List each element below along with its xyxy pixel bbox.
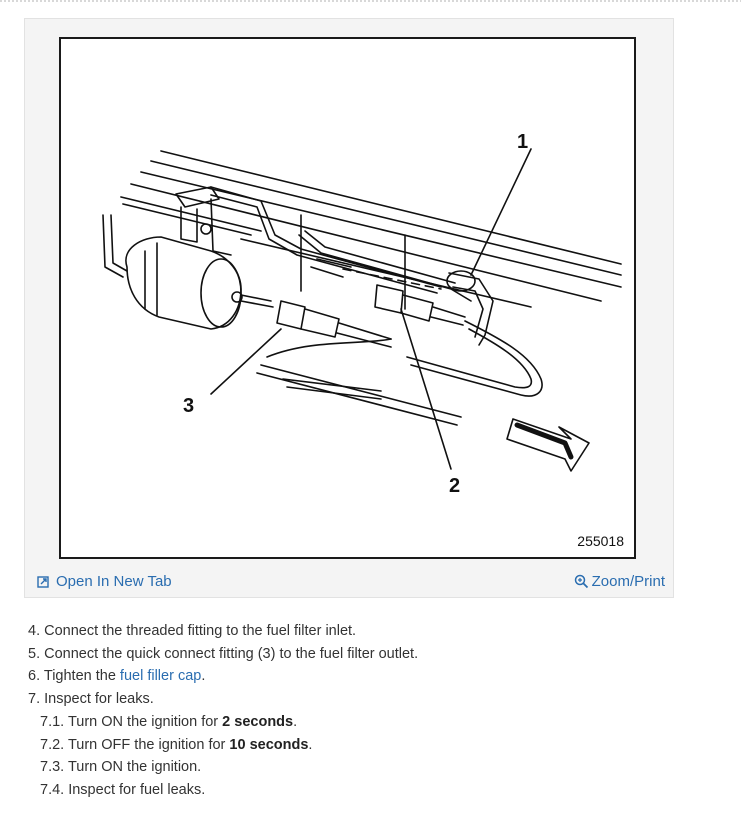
callout-1: 1 [517, 131, 529, 153]
step-text: Connect the quick connect fitting (3) to… [44, 645, 419, 662]
fuel-filter-diagram: 1 2 3 255018 [59, 37, 636, 559]
step-number: 5. [28, 645, 41, 662]
fuel-filter-illustration [102, 148, 622, 472]
step-text: Connect the threaded fitting to the fuel… [44, 623, 357, 639]
step-6: 6. Tighten the fuel filler cap. [28, 665, 728, 688]
step-number: 7.4. [40, 781, 65, 798]
top-divider [0, 0, 741, 2]
step-7: 7. Inspect for leaks. [28, 688, 728, 711]
step-emphasis: 10 seconds [229, 736, 309, 753]
step-number: 7.3. [40, 759, 65, 776]
step-4: 4. Connect the threaded fitting to the f… [28, 620, 728, 643]
open-in-new-tab-link[interactable]: Open In New Tab [37, 573, 172, 590]
procedure-steps: 4. Connect the threaded fitting to the f… [28, 620, 728, 802]
callout-2: 2 [449, 475, 461, 497]
step-number: 6. [28, 668, 41, 685]
step-emphasis: 2 seconds [222, 713, 294, 730]
callout-3: 3 [183, 395, 195, 417]
step-text-end: . [293, 713, 298, 730]
figure-toolbar: Open In New Tab Zoom/Print [25, 567, 673, 597]
step-text-end: . [308, 736, 313, 753]
open-new-tab-icon [37, 576, 49, 588]
step-5: 5. Connect the quick connect fitting (3)… [28, 643, 728, 666]
step-text: Turn OFF the ignition for [67, 736, 226, 753]
step-text: Inspect for fuel leaks. [68, 781, 206, 798]
step-7-4: 7.4. Inspect for fuel leaks. [28, 779, 728, 802]
step-7-1: 7.1. Turn ON the ignition for 2 seconds. [28, 711, 728, 734]
step-7-2: 7.2. Turn OFF the ignition for 10 second… [28, 734, 728, 757]
step-7-3: 7.3. Turn ON the ignition. [28, 756, 728, 779]
step-number: 7. [28, 691, 41, 708]
step-text: Turn ON the ignition. [67, 759, 202, 776]
step-number: 7.2. [40, 736, 65, 753]
zoom-print-link[interactable]: Zoom/Print [574, 573, 665, 590]
step-text: Tighten the [43, 668, 116, 685]
zoom-print-label: Zoom/Print [591, 573, 665, 590]
figure-id: 255018 [577, 533, 624, 549]
fuel-filler-cap-link[interactable]: fuel filler cap [119, 668, 202, 685]
magnifier-icon [574, 574, 588, 589]
step-text-end: . [201, 668, 206, 685]
step-text: Turn ON the ignition for [67, 713, 219, 730]
step-number: 7.1. [40, 713, 65, 730]
step-text: Inspect for leaks. [44, 691, 154, 708]
step-number: 4. [28, 623, 41, 639]
open-in-new-tab-label: Open In New Tab [56, 573, 172, 590]
figure-card: 1 2 3 255018 Open In New Tab Zoom/Print [24, 18, 674, 598]
